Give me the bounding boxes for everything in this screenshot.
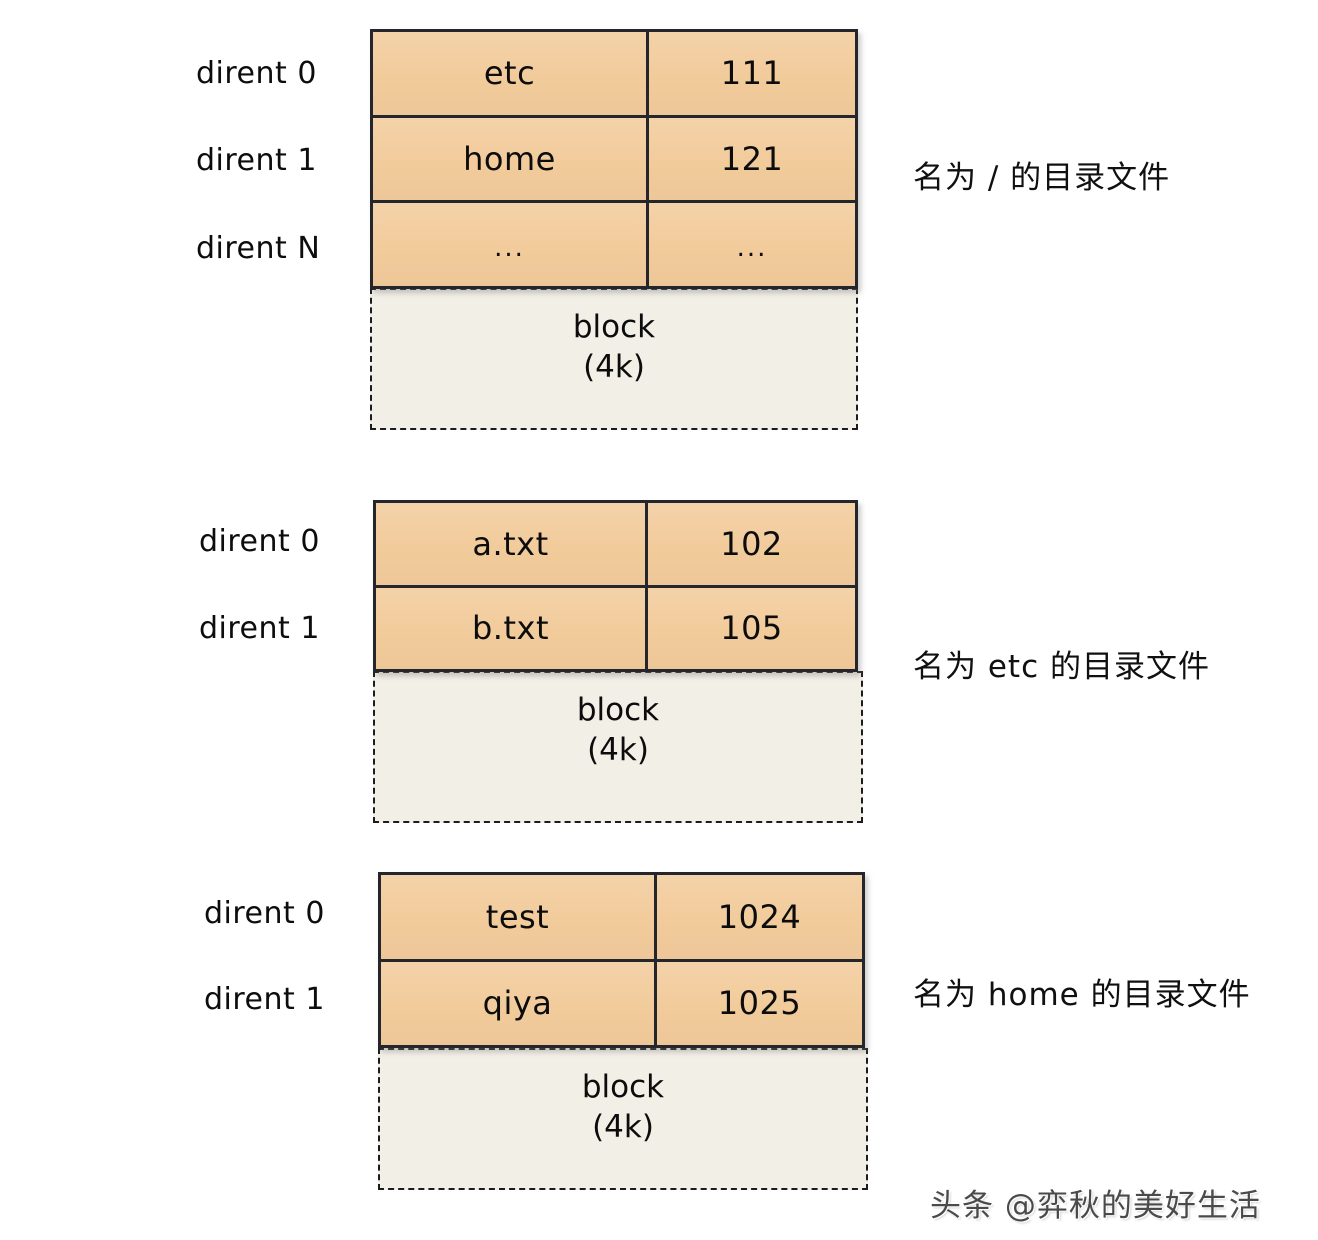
cell-name: home (373, 117, 649, 201)
block-label-line1: block (581, 1069, 665, 1105)
dirent-table-root: etc 111 home 121 ... ... (370, 29, 858, 289)
cell-name: etc (373, 32, 649, 115)
cell-name: b.txt (376, 587, 648, 669)
dirent-label-s3-r1: dirent 1 (204, 982, 325, 1017)
block-label-line2: (4k) (592, 1108, 654, 1145)
cell-inode: 105 (648, 587, 855, 669)
dirent-table-home: test 1024 qiya 1025 (378, 872, 865, 1048)
cell-name: test (381, 875, 657, 959)
dirent-label-s1-r0: dirent 0 (196, 56, 317, 91)
block-box-section-3: block (4k) (378, 1048, 868, 1190)
cell-inode: ... (649, 203, 855, 287)
dirent-label-s2-r1: dirent 1 (199, 611, 320, 646)
table-row: qiya 1025 (381, 961, 862, 1045)
table-row: a.txt 102 (376, 503, 855, 588)
table-row: test 1024 (381, 875, 862, 962)
cell-inode: 102 (648, 503, 855, 585)
dirent-label-s3-r0: dirent 0 (204, 896, 325, 931)
table-row: etc 111 (373, 32, 855, 118)
dirent-label-s1-r1: dirent 1 (196, 143, 317, 178)
table-row: home 121 (373, 117, 855, 204)
annotation-root-directory: 名为 / 的目录文件 (913, 160, 1171, 196)
block-label-line1: block (572, 309, 656, 345)
block-label-line2: (4k) (587, 731, 649, 768)
dirent-label-s1-r2: dirent N (196, 231, 321, 266)
cell-name: ... (373, 203, 649, 287)
dirent-label-s2-r0: dirent 0 (199, 524, 320, 559)
block-label-line1: block (576, 692, 660, 728)
annotation-home-directory: 名为 home 的目录文件 (913, 977, 1251, 1013)
cell-inode: 1025 (657, 961, 862, 1045)
dirent-table-etc: a.txt 102 b.txt 105 (373, 500, 858, 672)
cell-inode: 1024 (657, 875, 862, 959)
table-row: b.txt 105 (376, 587, 855, 669)
table-row: ... ... (373, 203, 855, 287)
cell-inode: 121 (649, 117, 855, 201)
cell-name: qiya (381, 961, 657, 1045)
annotation-etc-directory: 名为 etc 的目录文件 (913, 649, 1210, 685)
watermark: 头条 @弈秋的美好生活 (930, 1188, 1261, 1224)
cell-inode: 111 (649, 32, 855, 115)
cell-name: a.txt (376, 503, 648, 585)
block-box-section-1: block (4k) (370, 288, 858, 430)
block-label-line2: (4k) (583, 348, 645, 385)
block-box-section-2: block (4k) (373, 671, 863, 823)
